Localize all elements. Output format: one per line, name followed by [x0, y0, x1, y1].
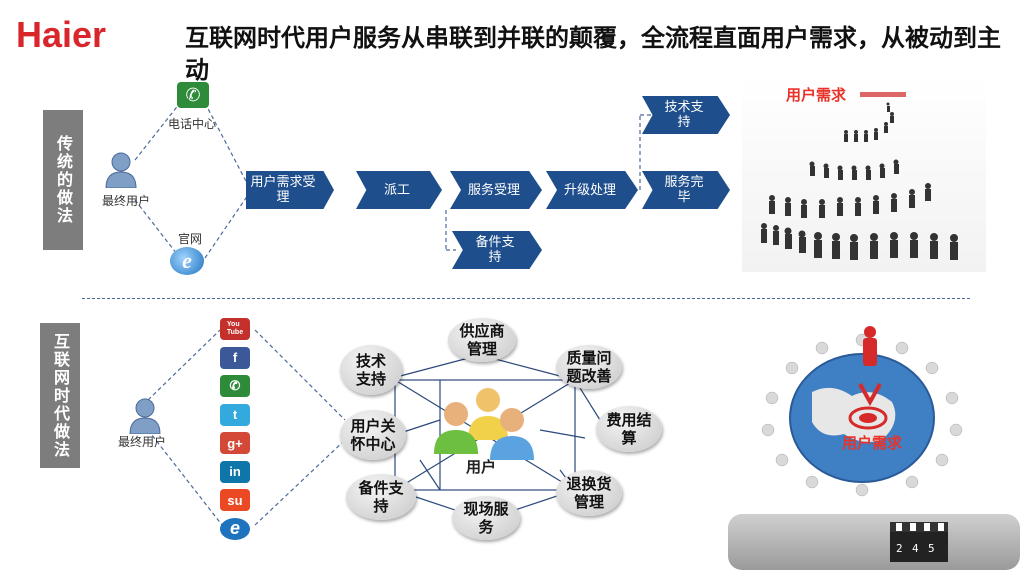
node-onsite: 现场服 务 [452, 496, 520, 540]
section-divider [82, 298, 970, 299]
node-cost: 费用结 算 [596, 406, 662, 452]
haier-logo: Haier [16, 14, 107, 55]
video-bar[interactable] [728, 514, 1020, 570]
globe-image [752, 322, 972, 498]
phone-center-label: 电话中心 [168, 117, 217, 131]
queue-image [742, 76, 986, 272]
end-user-label: 最终用户 [102, 194, 151, 208]
people-queue-illustration [761, 92, 958, 260]
node-care-center: 用户关 怀中心 [340, 410, 406, 460]
step-demand-intake: 用户需求受理 [246, 171, 334, 209]
node-spare: 备件支 持 [346, 474, 416, 520]
user-icon [105, 152, 137, 188]
svg-text:5: 5 [928, 542, 935, 555]
node-supplier: 供应商 管理 [448, 318, 516, 362]
center-user-label: 用户 [466, 458, 497, 476]
ie-icon: e [170, 247, 204, 275]
globe-people-illustration [761, 326, 963, 497]
node-quality: 质量问 题改善 [556, 345, 622, 389]
side-label-traditional: 传统的做法 [43, 110, 83, 250]
google-plus-icon: g+ [220, 432, 250, 454]
step-tech-support: 技术支持 [642, 96, 730, 134]
facebook-icon: f [220, 346, 250, 369]
step-spare-parts: 备件支持 [452, 231, 542, 269]
step-dispatch: 派工 [356, 171, 442, 209]
step-escalation: 升级处理 [546, 171, 638, 209]
step-service-done: 服务完毕 [642, 171, 730, 209]
svg-text:2: 2 [896, 542, 903, 555]
globe-demand-label: 用户需求 [842, 434, 903, 452]
stumbleupon-icon: su [220, 489, 250, 511]
queue-demand-label: 用户需求 [786, 86, 847, 104]
user-group-icon [434, 388, 534, 460]
youtube-icon: You Tube [220, 318, 250, 340]
side-label-internet: 互联网时代做法 [40, 323, 80, 468]
svg-text:4: 4 [912, 542, 919, 555]
page-title: 互联网时代用户服务从串联到并联的颠覆，全流程直面用户需求，从被动到主动 [185, 24, 1001, 84]
ie-icon: e [220, 517, 250, 540]
internet-user-icon [129, 398, 161, 434]
linkedin-icon: in [220, 460, 250, 483]
phone-icon: ✆ [177, 82, 209, 108]
step-service-accept: 服务受理 [450, 171, 542, 209]
twitter-icon: t [220, 403, 250, 426]
official-site-label: 官网 [178, 232, 203, 246]
node-tech-support: 技术 支持 [340, 345, 402, 395]
internet-end-user-label: 最终用户 [118, 435, 167, 449]
node-return: 退换货 管理 [556, 470, 622, 516]
phone-icon: ✆ [220, 375, 250, 397]
